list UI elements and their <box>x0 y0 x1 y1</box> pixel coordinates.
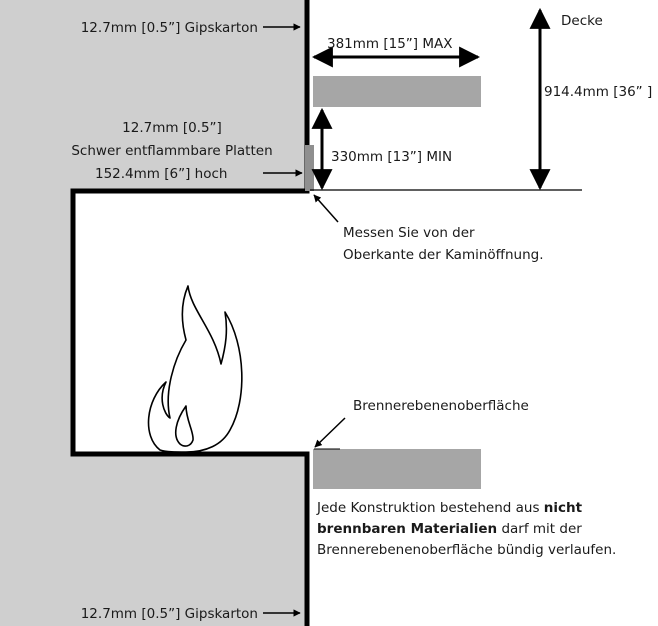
construction-note-line2: brennbaren Materialien darf mit der <box>317 521 582 537</box>
measure-leader <box>313 194 339 223</box>
burner-surface-label: Brennerebenenoberfläche <box>353 398 529 414</box>
construction-note-line3: Brennerebenenoberfläche bündig verlaufen… <box>317 542 616 558</box>
board-label-line2: Schwer entflammbare Platten <box>71 143 272 159</box>
measure-note-line2: Oberkante der Kaminöffnung. <box>343 247 544 263</box>
drywall-bottom-label: 12.7mm [0.5”] Gipskarton <box>81 606 258 622</box>
ceiling-height-label: 914.4mm [36” ] <box>544 84 652 100</box>
ceiling-label: Decke <box>561 13 603 29</box>
drywall-top-label: 12.7mm [0.5”] Gipskarton <box>81 20 258 36</box>
construction-note-line1: Jede Konstruktion bestehend aus nicht <box>316 500 583 516</box>
construction-note-line2-b: darf mit der <box>497 521 582 537</box>
construction-note-line1-b: nicht <box>544 500 583 516</box>
construction-note-line1-a: Jede Konstruktion bestehend aus <box>316 500 544 516</box>
measure-note-line1: Messen Sie von der <box>343 225 475 241</box>
max-depth-label: 381mm [15”] MAX <box>327 36 453 52</box>
construction-note-line2-a: brennbaren Materialien <box>317 521 497 537</box>
min-height-label: 330mm [13”] MIN <box>331 149 452 165</box>
board-label-line1: 12.7mm [0.5”] <box>122 120 222 136</box>
board-label-line3: 152.4mm [6”] hoch <box>95 166 227 182</box>
flame-icon <box>147 285 243 453</box>
wall-section <box>0 0 307 626</box>
noncombustible-board <box>305 145 314 191</box>
burner-leader <box>314 417 346 448</box>
hearth-surface <box>313 449 481 489</box>
mantel-shelf <box>313 76 481 107</box>
